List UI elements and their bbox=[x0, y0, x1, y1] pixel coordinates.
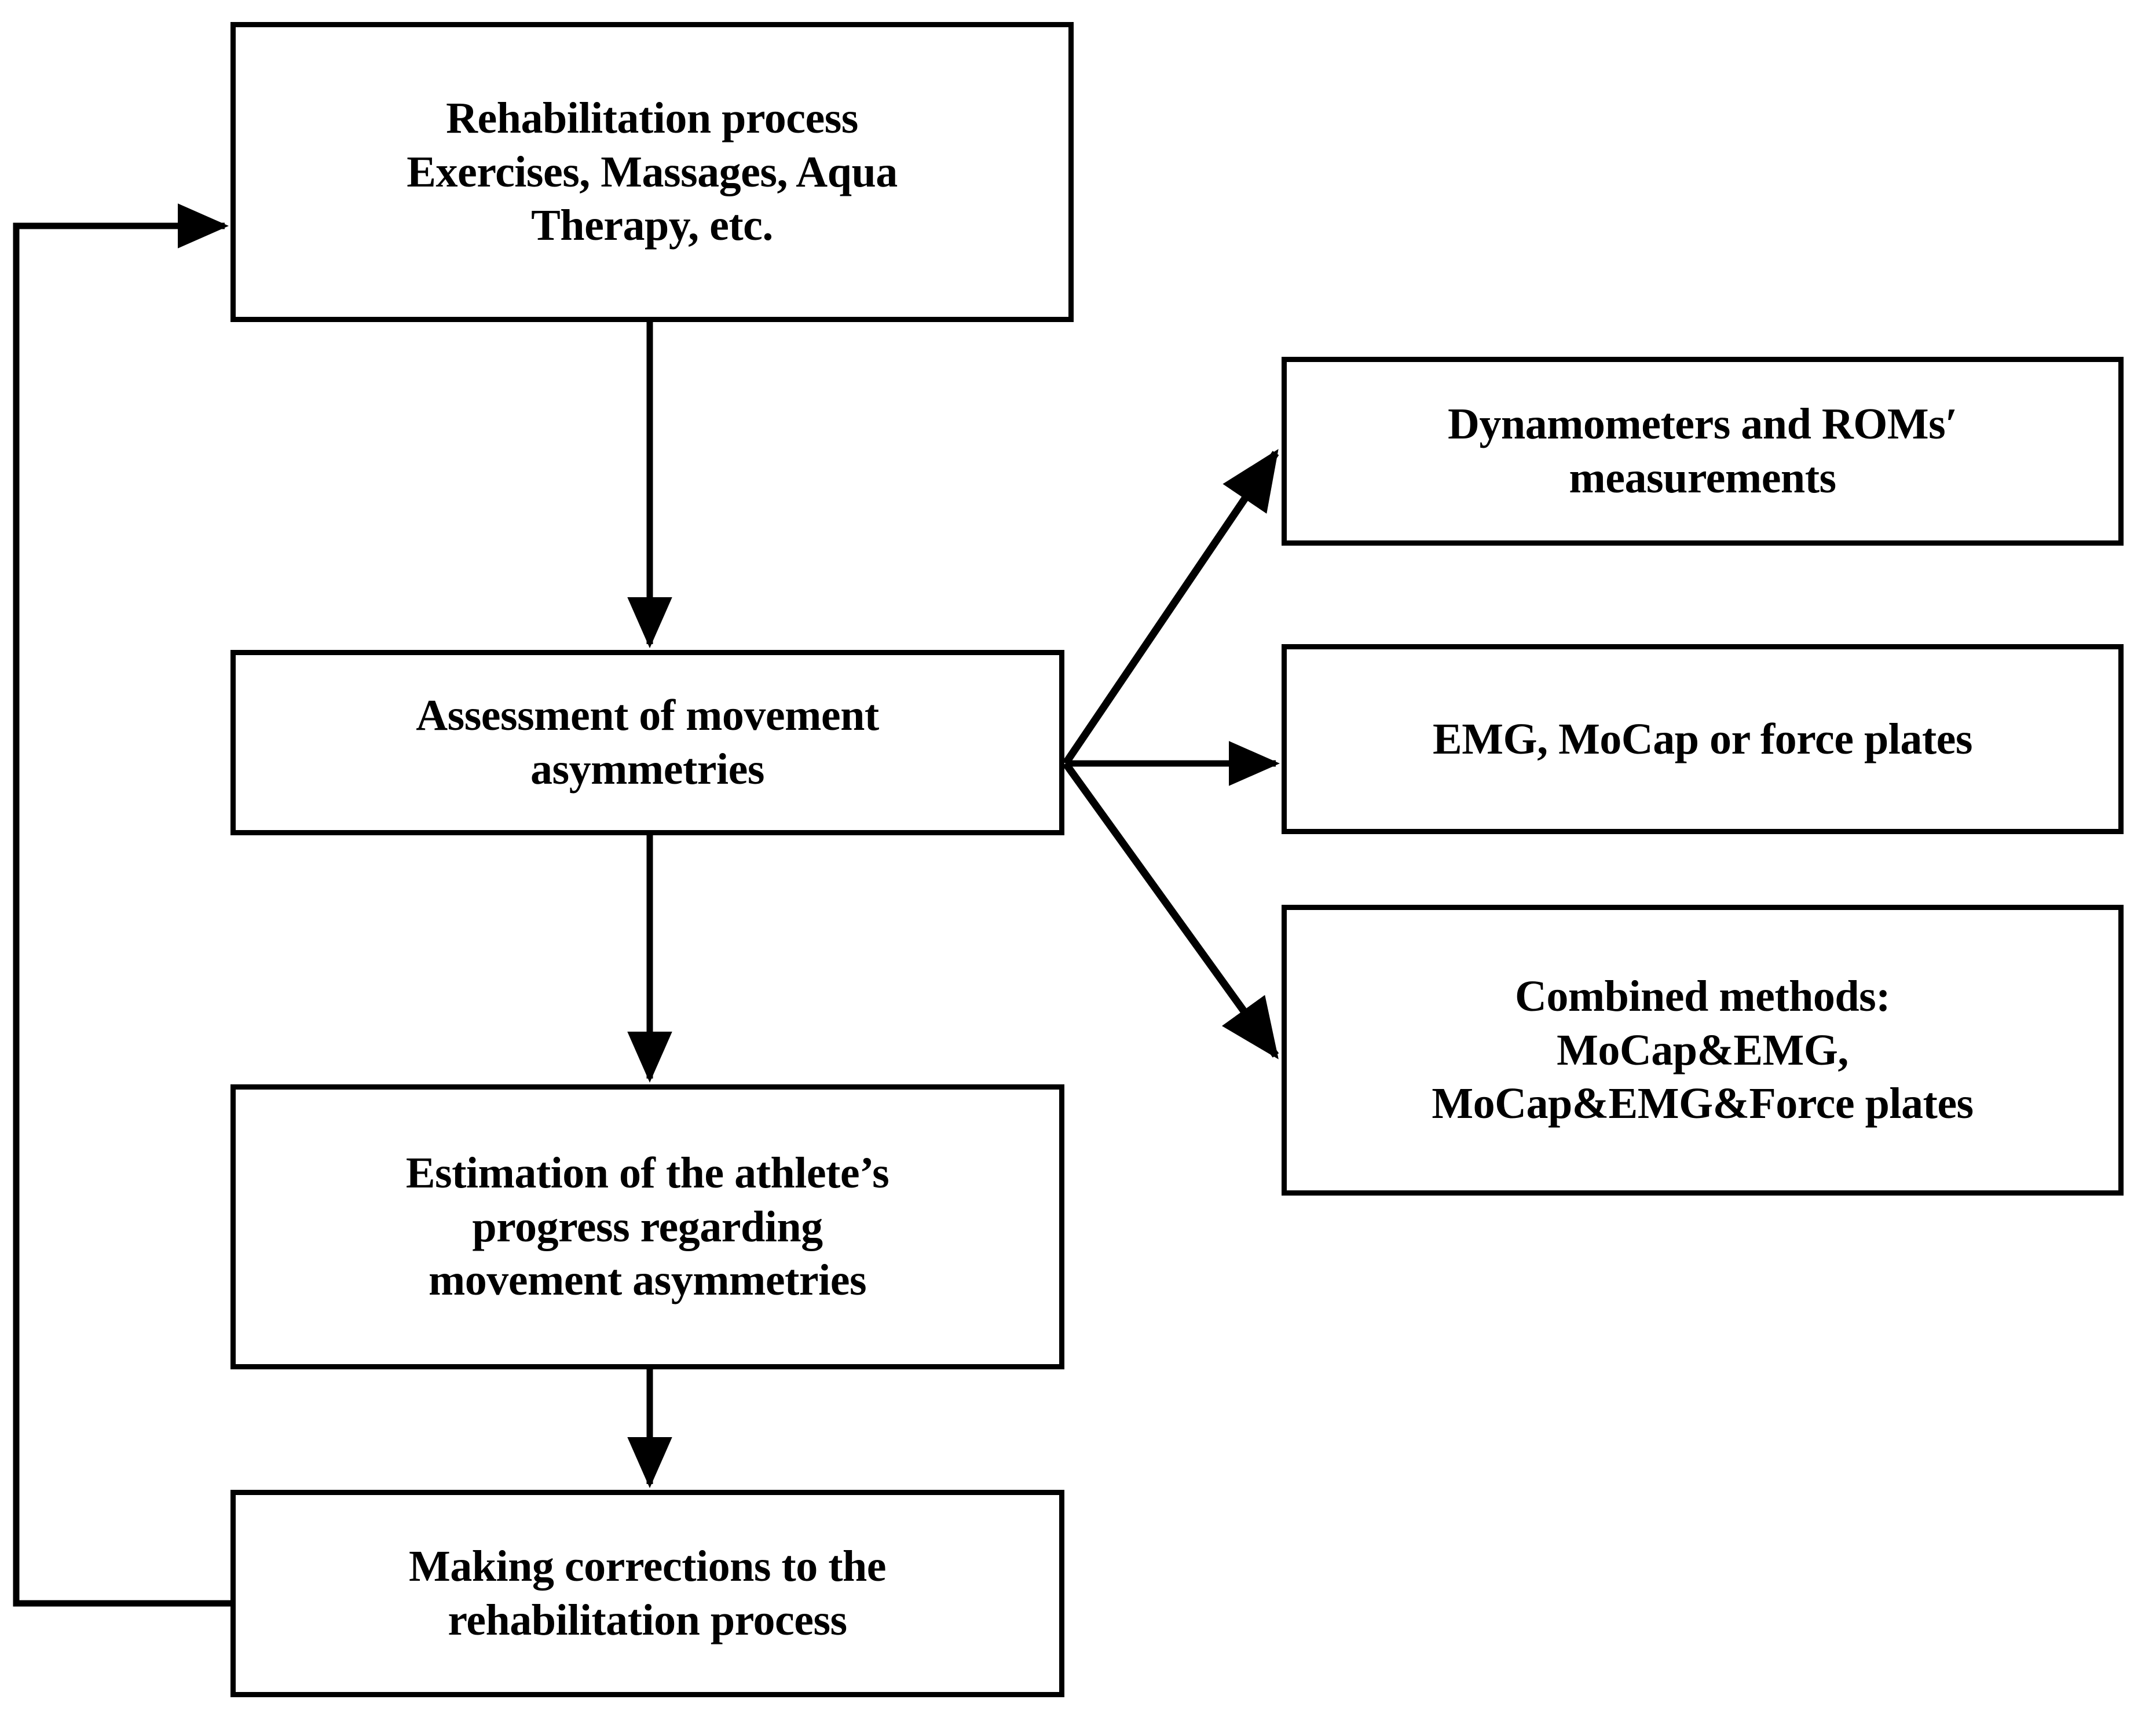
node-emg-mocap-force-plates-label: EMG, MoCap or force plates bbox=[1433, 714, 1972, 763]
node-combined-methods[interactable]: Combined methods: MoCap&EMG, MoCap&EMG&F… bbox=[1282, 905, 2124, 1196]
edge-assessment-to-combined bbox=[1062, 761, 1279, 1059]
node-making-corrections[interactable]: Making corrections to the rehabilitation… bbox=[230, 1490, 1064, 1697]
node-assessment-of-movement-asymmetries[interactable]: Assessment of movement asymmetries bbox=[230, 650, 1064, 835]
node-emg-mocap-force-plates[interactable]: EMG, MoCap or force plates bbox=[1282, 644, 2124, 834]
node-rehabilitation-process[interactable]: Rehabilitation process Exercises, Massag… bbox=[230, 22, 1074, 322]
node-dynamometers-and-roms[interactable]: Dynamometers and ROMs′ measurements bbox=[1282, 357, 2124, 546]
node-assessment-of-movement-asymmetries-label: Assessment of movement asymmetries bbox=[416, 691, 879, 794]
edge-corrections-to-rehab bbox=[13, 203, 230, 1607]
node-estimation-of-progress-label: Estimation of the athlete’s progress reg… bbox=[405, 1148, 890, 1305]
node-combined-methods-label: Combined methods: MoCap&EMG, MoCap&EMG&F… bbox=[1432, 971, 1974, 1128]
node-making-corrections-label: Making corrections to the rehabilitation… bbox=[408, 1542, 887, 1644]
node-estimation-of-progress[interactable]: Estimation of the athlete’s progress reg… bbox=[230, 1084, 1064, 1369]
edge-assessment-to-dynamometers bbox=[1062, 449, 1279, 766]
node-dynamometers-and-roms-label: Dynamometers and ROMs′ measurements bbox=[1447, 400, 1958, 502]
node-rehabilitation-process-label: Rehabilitation process Exercises, Massag… bbox=[407, 93, 898, 250]
